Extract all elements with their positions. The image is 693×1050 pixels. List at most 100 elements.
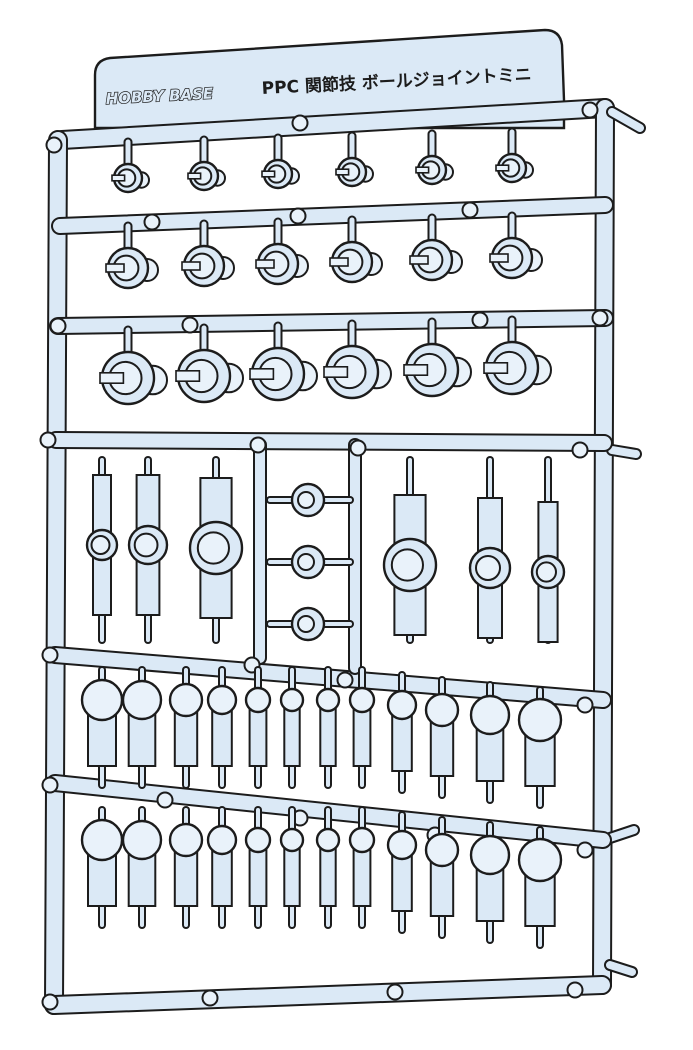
socket-r3-c4-slot (323, 365, 349, 378)
runner-horizontal-2 (49, 309, 614, 335)
socket-r2-c6 (489, 211, 543, 280)
socket-r2-c1-slot (105, 263, 125, 273)
runner-horizontal-3 (47, 431, 613, 452)
socket-r3-c1-slot (99, 371, 125, 384)
gate-node-27 (566, 981, 584, 999)
runner-left (44, 130, 68, 1015)
ball-joint-r2-3-ball (168, 822, 204, 858)
gate-node-8 (181, 316, 199, 334)
runner-tab-mid-fill (608, 446, 640, 458)
ball-joint-r1-10 (424, 676, 460, 799)
socket-r2-c5-slot (409, 255, 429, 265)
socket-r3-c5-slot (403, 363, 429, 376)
runner-horizontal-2-fill (51, 311, 612, 333)
socket-r1-c6-slot (495, 164, 510, 172)
gate-node-7 (49, 317, 67, 335)
vertical-socket-4 (382, 456, 438, 644)
gate-node-9 (471, 311, 489, 329)
ball-joint-r2-6-ball (279, 827, 305, 853)
socket-r2-c2-slot (181, 261, 201, 271)
runner-top-fill (54, 100, 613, 148)
runner-tab-low (604, 824, 640, 844)
runner-left-fill (46, 132, 66, 1013)
ball-joint-r2-9-ball (386, 829, 418, 861)
socket-r3-c5 (403, 317, 473, 398)
runner-horizontal-1 (51, 196, 614, 235)
socket-r1-c6 (495, 127, 534, 184)
ball-joint-r1-11-ball (469, 694, 511, 736)
socket-r3-c3 (249, 321, 319, 402)
runner-tab-top (606, 106, 646, 134)
ball-joint-r2-7-ball (315, 827, 341, 853)
runner-bottom-fill (46, 977, 610, 1013)
socket-r2-c2 (181, 219, 235, 288)
ball-joint-r1-6 (279, 666, 305, 789)
ball-joint-r1-4-peg (211, 707, 233, 767)
ball-joint-r2-11-ball (469, 834, 511, 876)
runner-bottom (44, 975, 612, 1015)
socket-r3-c6-slot (483, 361, 509, 374)
socket-r1-c4-slot (335, 168, 350, 176)
ball-joint-r1-9-ball (386, 689, 418, 721)
socket-r3-c4 (323, 319, 393, 400)
ball-joint-r2-2 (121, 806, 163, 929)
socket-r1-c2 (187, 135, 227, 192)
ball-joint-r1-12 (517, 686, 563, 809)
gate-node-10 (591, 309, 609, 327)
small-ball-socket-1-cup (297, 491, 315, 509)
gate-node-12 (249, 436, 267, 454)
socket-r2-c3 (255, 217, 309, 286)
socket-r2-c3-slot (255, 259, 275, 269)
small-ball-socket-1 (266, 482, 354, 518)
ball-joint-r2-8-peg (352, 847, 372, 907)
vertical-socket-5-cup (475, 555, 501, 581)
small-ball-socket-3 (266, 606, 354, 642)
runner-horizontal-3-fill (49, 433, 611, 450)
vertical-socket-3 (188, 456, 244, 644)
ball-joint-r1-6-ball (279, 687, 305, 713)
ball-joint-r1-5-peg (248, 707, 268, 767)
gate-node-4 (143, 213, 161, 231)
runner-top (52, 98, 615, 150)
ball-joint-r2-3 (168, 806, 204, 929)
vertical-socket-1 (85, 456, 119, 644)
gate-node-25 (201, 989, 219, 1007)
socket-r2-c4 (329, 215, 383, 284)
name-tag-plate: HOBBY BASE PPC 関節技 ボールジョイントミニ (93, 28, 566, 130)
gate-node-11 (39, 431, 57, 449)
socket-r2-c5 (409, 213, 463, 282)
ball-joint-r1-6-peg (283, 707, 301, 767)
ball-joint-r1-7-peg (319, 707, 337, 767)
socket-r1-c5 (415, 129, 454, 186)
ball-joint-r2-9-peg (391, 852, 413, 912)
ball-joint-r2-8-ball (348, 826, 376, 854)
name-tag-background (93, 28, 566, 130)
socket-r1-c2-slot (187, 172, 202, 180)
gate-node-23 (576, 841, 594, 859)
runner-tab-low-fill (606, 826, 638, 842)
socket-r2-c1 (105, 221, 159, 290)
ball-joint-r2-12-ball (517, 837, 563, 883)
socket-r1-c1 (111, 137, 151, 194)
ball-joint-r1-1-ball (80, 678, 124, 722)
gate-node-15 (41, 646, 59, 664)
vertical-socket-3-cup (196, 531, 230, 565)
socket-r3-c6 (483, 315, 553, 396)
runner-right (592, 98, 615, 995)
ball-joint-r1-5 (244, 666, 272, 789)
ball-joint-r2-4-ball (206, 824, 238, 856)
ball-joint-r2-11 (469, 821, 511, 944)
ball-joint-r2-2-ball (121, 819, 163, 861)
ball-joint-r1-10-ball (424, 692, 460, 728)
gate-node-24 (41, 993, 59, 1011)
socket-r3-c2 (175, 323, 244, 404)
gate-node-5 (289, 207, 307, 225)
socket-r1-c3-slot (261, 170, 276, 178)
ball-joint-r2-7 (315, 806, 341, 929)
runner-tab-bottom (604, 959, 638, 978)
runner-tab-top-fill (608, 108, 644, 132)
vertical-socket-5 (468, 456, 512, 644)
ball-joint-r1-9-peg (391, 712, 413, 772)
ball-joint-r2-10-ball (424, 832, 460, 868)
